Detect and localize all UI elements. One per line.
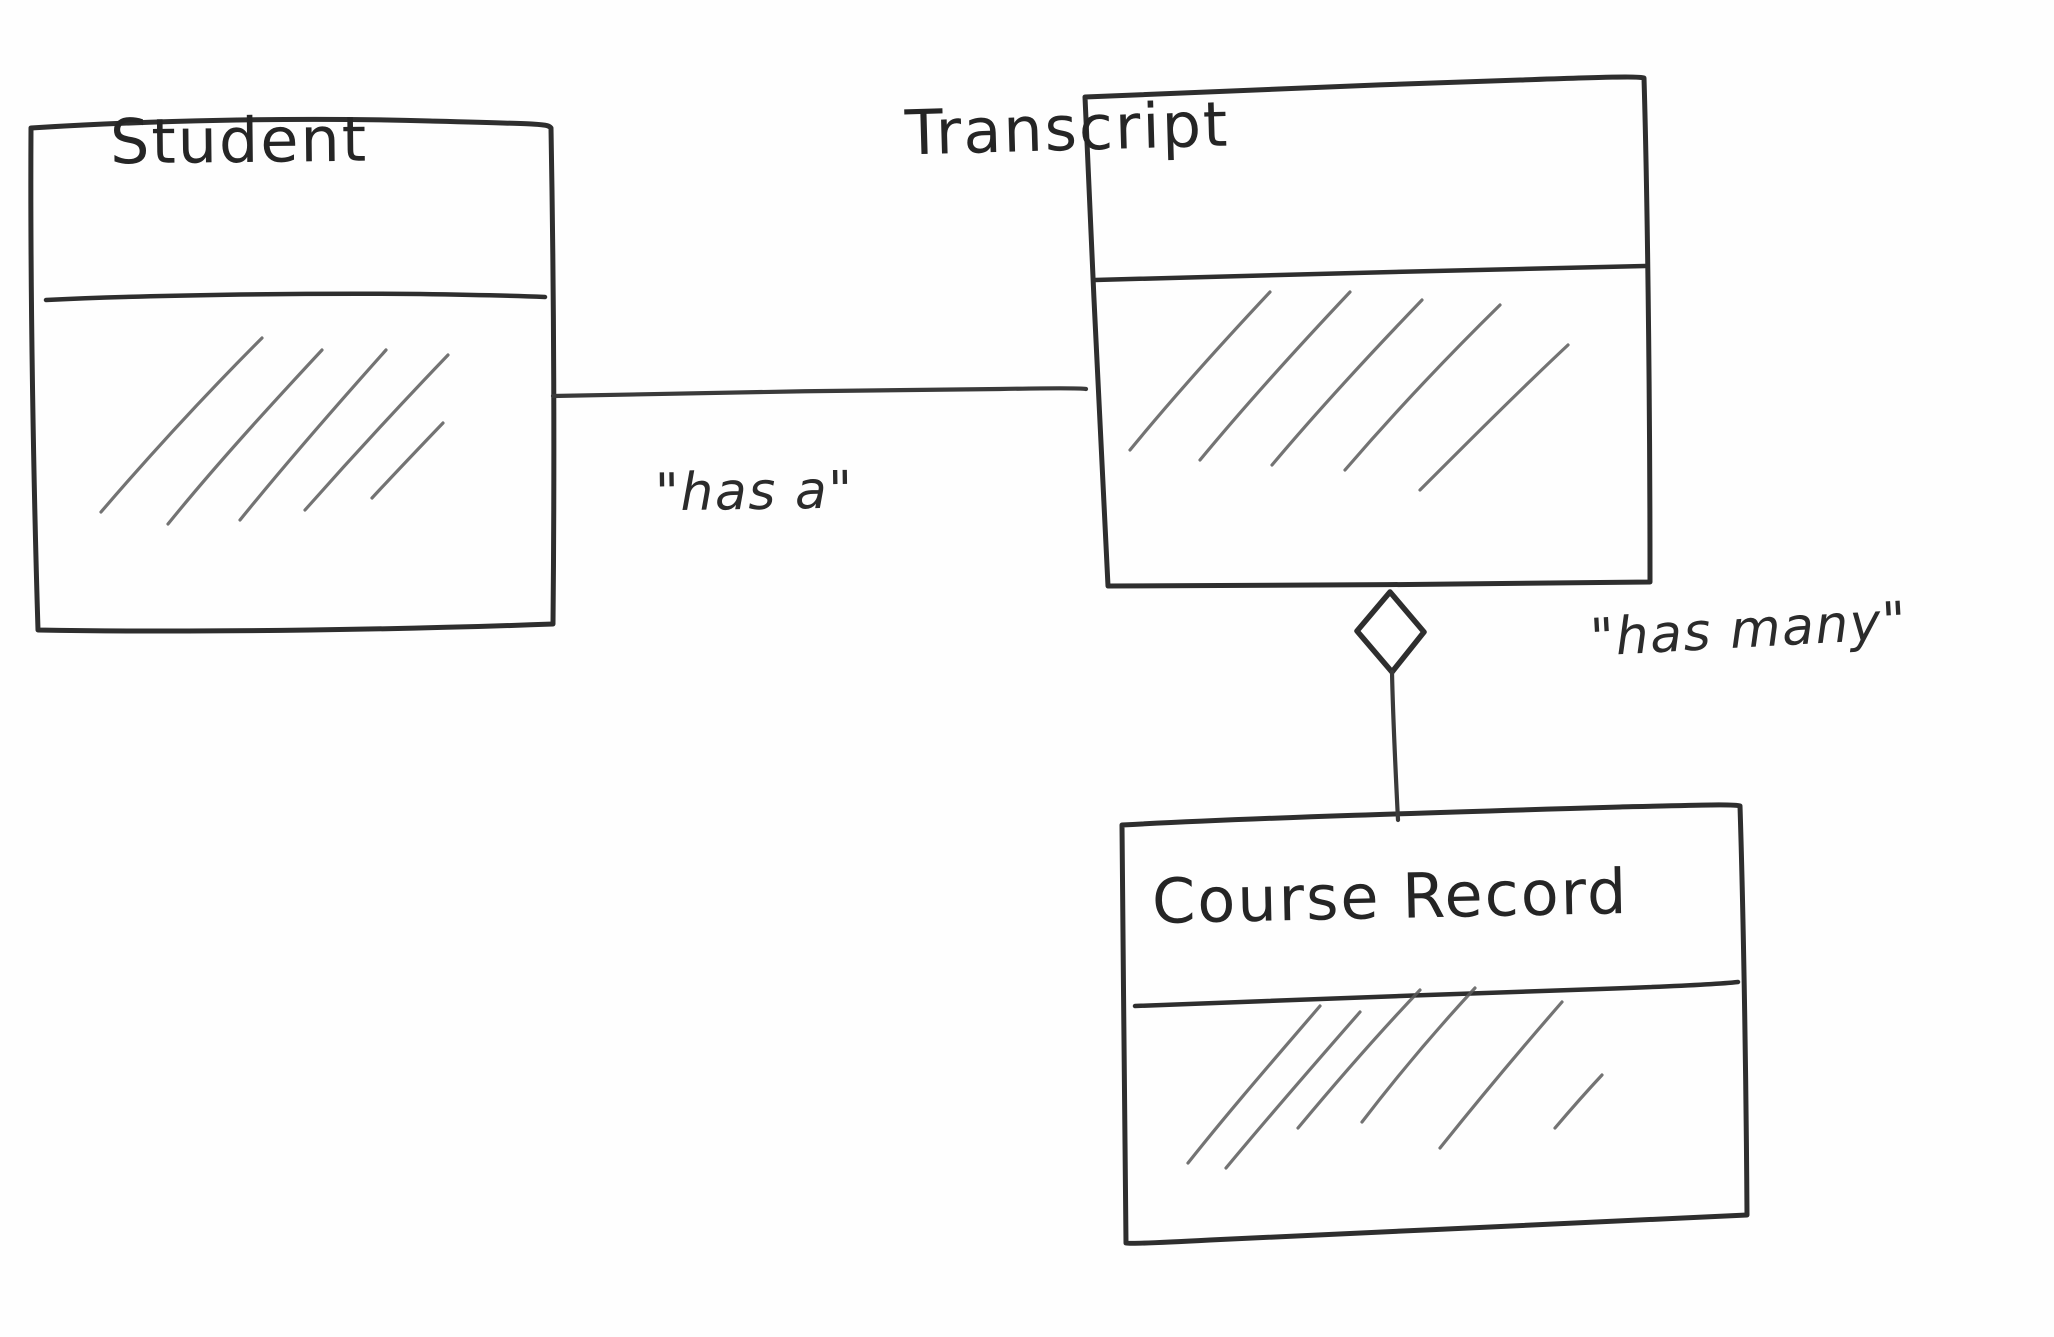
has-a-connector-line: [550, 386, 1089, 399]
transcript-box-outline: [1082, 74, 1653, 589]
course-record-attribute-hatching: [1186, 986, 1604, 1170]
relationship-label-has-a: "has a": [654, 460, 855, 524]
connector-transcript-course-record[interactable]: [1354, 589, 1427, 823]
transcript-attribute-hatching: [1128, 290, 1570, 492]
course-record-header-divider: [1132, 979, 1741, 1009]
entity-box-course-record[interactable]: [1119, 802, 1750, 1246]
entity-box-transcript[interactable]: [1082, 74, 1653, 589]
student-attribute-hatching: [99, 336, 450, 526]
transcript-header-divider: [1092, 263, 1648, 283]
student-header-divider: [43, 291, 548, 303]
student-box-outline: [28, 116, 557, 634]
course-record-box-outline: [1119, 802, 1750, 1246]
aggregation-diamond-icon: [1354, 589, 1427, 675]
has-many-connector-line: [1389, 669, 1401, 823]
connector-student-transcript[interactable]: [550, 386, 1089, 399]
entity-box-student[interactable]: [28, 116, 557, 634]
